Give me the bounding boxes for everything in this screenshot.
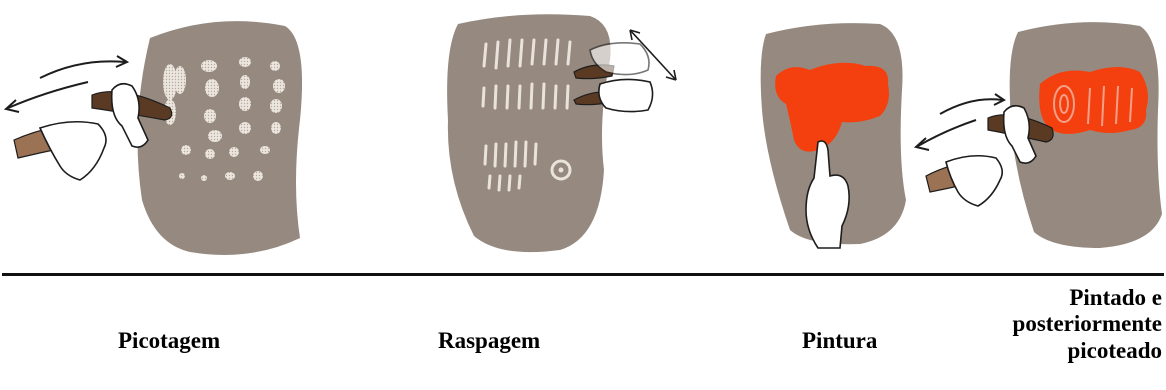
caption-line: Pintado e	[1013, 285, 1162, 311]
caption-pintura: Pintura	[802, 328, 877, 354]
technique-illustrations	[0, 0, 1166, 270]
panel-pintura	[761, 23, 906, 248]
motion-arrow	[40, 61, 125, 78]
caption-pintado-picoteado: Pintado e posteriormente picoteado	[1013, 285, 1162, 364]
caption-picotagem: Picotagem	[118, 328, 220, 354]
motion-arrow	[8, 82, 88, 108]
motion-arrow	[940, 99, 1002, 114]
caption-line: picoteado	[1013, 338, 1162, 364]
stone-slab	[447, 14, 610, 252]
panel-picotagem	[6, 21, 302, 255]
divider-rule	[2, 273, 1164, 276]
motion-arrow	[918, 120, 976, 146]
caption-raspagem: Raspagem	[438, 328, 540, 354]
panel-pintado-picoteado	[916, 22, 1162, 248]
panel-raspagem	[447, 14, 676, 252]
caption-line: posteriormente	[1013, 311, 1162, 337]
